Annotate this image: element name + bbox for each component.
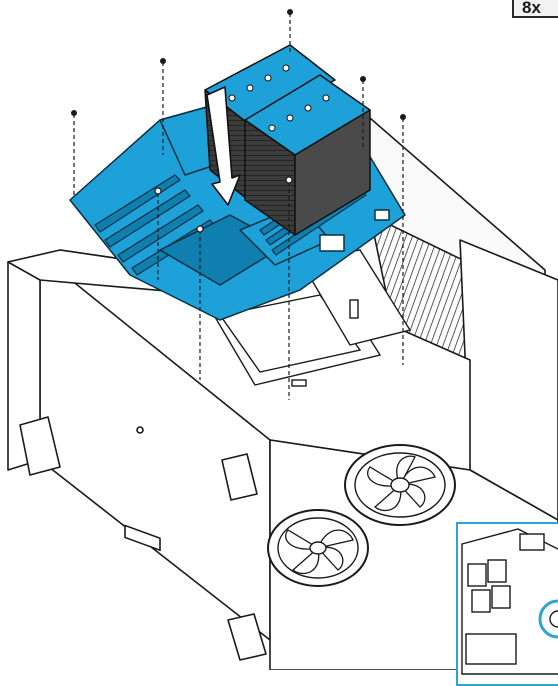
- bottom-fans: [267, 444, 456, 587]
- screw-icon: [196, 225, 204, 233]
- screw-icon: [287, 9, 293, 15]
- screw-icon: [71, 110, 77, 116]
- pc-case-illustration: [7, 9, 558, 670]
- screw-icon: [400, 114, 406, 120]
- screw-icon: [360, 76, 366, 82]
- screw-guides: [73, 13, 404, 400]
- insertion-arrow-icon: [206, 86, 241, 206]
- fan-icon: [344, 444, 456, 526]
- rotate-arrow-icon: [538, 599, 558, 639]
- case-chassis: [7, 104, 558, 670]
- fan-icon: [267, 509, 369, 587]
- screw-quantity-badge: 8x: [512, 0, 558, 18]
- screw-icon: [154, 187, 162, 195]
- screw-icon: [160, 58, 166, 64]
- screw-icon: [285, 176, 293, 184]
- detail-inset: [456, 522, 558, 686]
- inset-detail-drawing: [461, 528, 558, 675]
- cpu-cooler: [204, 44, 371, 236]
